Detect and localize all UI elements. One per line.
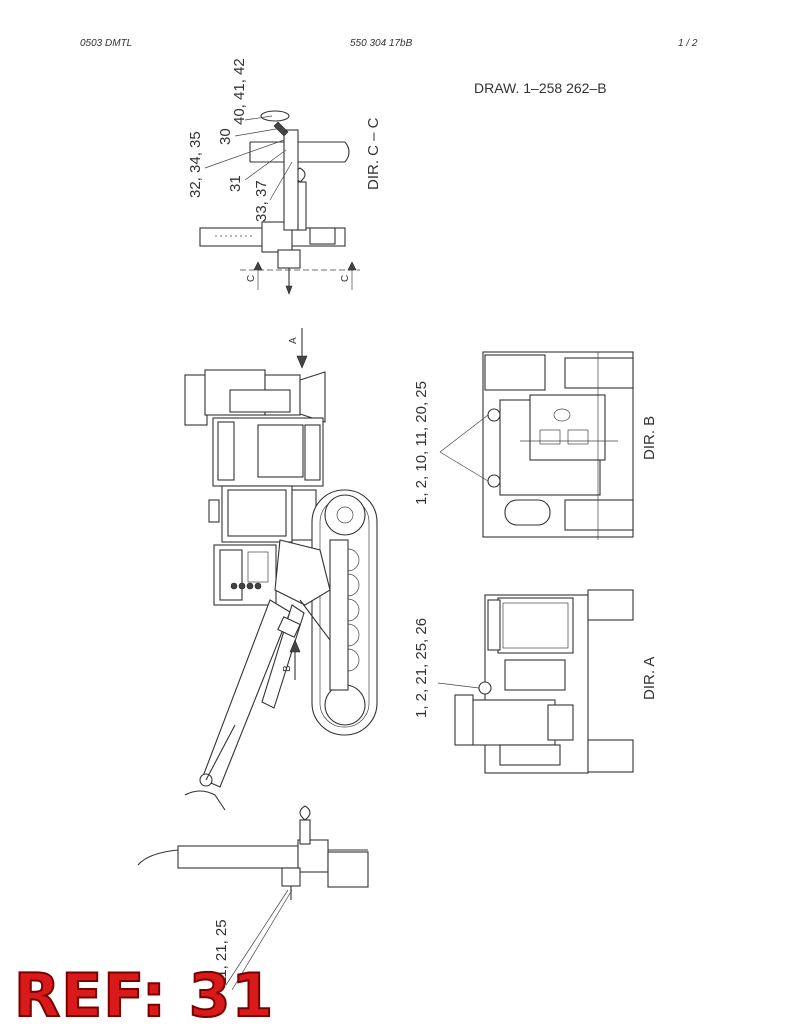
header-left: 0503 DMTL [80, 38, 133, 49]
view-title-dir-a: DIR. A [641, 657, 658, 700]
callout-1-2-21-25-26: 1, 2, 21, 25, 26 [413, 618, 430, 718]
bottom-detail: 11, 21, 25 [137, 805, 369, 991]
header-center: 550 304 17bB [350, 38, 413, 49]
drawing-number: DRAW. 1–258 262–B [474, 80, 607, 96]
arrow-b-label: B [282, 665, 293, 672]
view-title-dir-b: DIR. B [641, 416, 658, 460]
callout-31: 31 [227, 175, 244, 192]
dir-a-view: 1, 2, 21, 25, 26 DIR. A [413, 589, 658, 774]
view-title-section-c: DIR. C – C [365, 117, 382, 190]
section-c-detail: C C 40, 41, 42 30 32, 34, 35 31 33, 37 D… [187, 58, 382, 295]
section-marker-left: C [246, 275, 257, 282]
view-arrow-a: A [288, 328, 308, 369]
machine-side-view: B [184, 369, 378, 811]
callout-40-41-42: 40, 41, 42 [231, 58, 248, 125]
section-marker-right: C [340, 275, 351, 282]
callout-32-34-35: 32, 34, 35 [187, 131, 204, 198]
callout-33-37: 33, 37 [253, 180, 270, 222]
callout-1-2-10-11-20-25: 1, 2, 10, 11, 20, 25 [413, 381, 430, 505]
callout-30: 30 [217, 128, 234, 145]
arrow-a-label: A [288, 337, 299, 344]
ref-label: REF: 31 [13, 961, 275, 1031]
header-page-number: 1 / 2 [678, 38, 698, 49]
callout-11-21-25: 11, 21, 25 [213, 919, 230, 985]
dir-b-view: 1, 2, 10, 11, 20, 25 DIR. B [413, 351, 658, 540]
